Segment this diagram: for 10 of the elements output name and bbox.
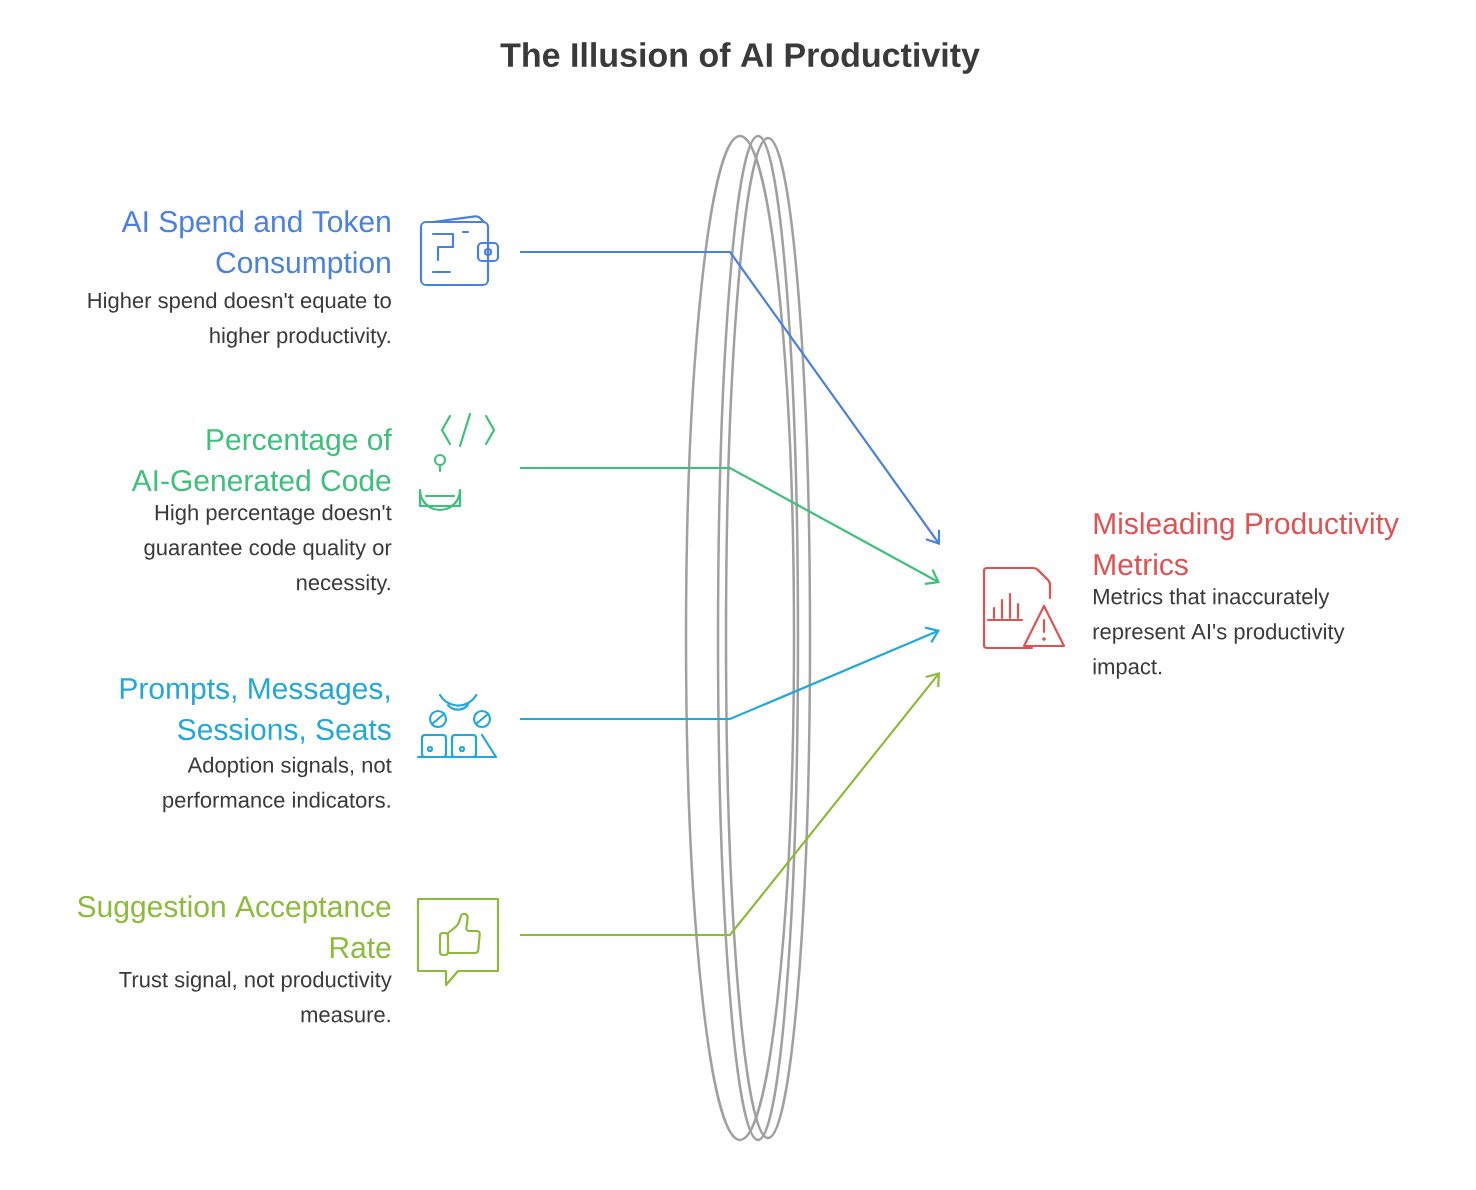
arrow xyxy=(520,250,941,545)
metric-text: Prompts, Messages, Sessions, Seats Adoption signals, not performance indicators. xyxy=(120,678,392,813)
title: The Illusion of AI Productivity xyxy=(500,42,980,74)
metric-text: AI Spend and Token Consumption Higher spend doesn't equate to higher productivity. xyxy=(88,210,391,348)
arrow xyxy=(520,672,940,937)
arrow xyxy=(520,466,940,585)
result-text: Misleading Productivity Metrics Metrics that inaccurately represent AI's productivity impact. xyxy=(1093,512,1399,679)
metric-text: Percentage of AI-Generated Code High percentage doesn't guarantee code quality or necessity. xyxy=(131,428,392,595)
arrow xyxy=(520,626,940,721)
metric-text: Suggestion Acceptance Rate Trust signal, not productivity measure. xyxy=(77,895,392,1023)
